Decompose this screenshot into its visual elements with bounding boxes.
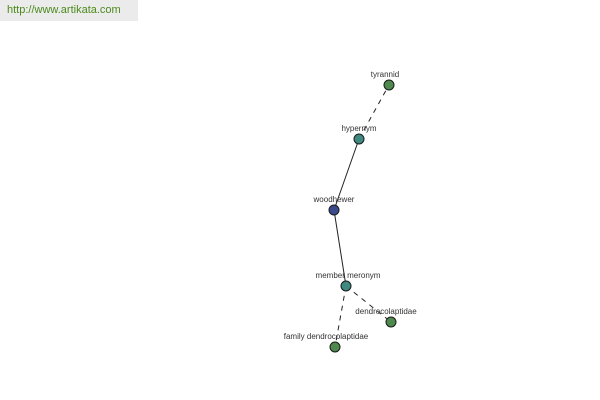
- node-member-meronym[interactable]: member meronym: [316, 271, 381, 292]
- node-hypernym-label: hypernym: [341, 124, 376, 133]
- node-dendrocolaptidae[interactable]: dendrocolaptidae: [355, 307, 417, 328]
- node-tyrannid-circle[interactable]: [383, 79, 395, 91]
- node-tyrannid-label: tyrannid: [371, 70, 399, 79]
- node-member-meronym-circle[interactable]: [340, 280, 352, 292]
- node-family-dendrocolaptidae[interactable]: family dendrocolaptidae: [284, 332, 369, 353]
- node-woodhewer-circle[interactable]: [328, 204, 340, 216]
- edge-hypernym-tyrannid: [358, 84, 390, 140]
- edge-woodhewer-member-meronym: [333, 209, 347, 287]
- node-dendrocolaptidae-circle[interactable]: [385, 316, 397, 328]
- edge-member-meronym-family-dendrocolaptidae: [334, 285, 347, 348]
- node-family-dendrocolaptidae-circle[interactable]: [329, 341, 341, 353]
- node-hypernym-circle[interactable]: [353, 133, 365, 145]
- node-hypernym[interactable]: hypernym: [341, 124, 377, 145]
- site-url-link[interactable]: http://www.artikata.com: [0, 0, 138, 21]
- edge-woodhewer-hypernym: [333, 138, 360, 211]
- node-tyrannid[interactable]: tyrannid: [371, 70, 399, 91]
- node-dendrocolaptidae-label: dendrocolaptidae: [355, 307, 417, 316]
- edge-member-meronym-dendrocolaptidae: [345, 285, 392, 323]
- node-member-meronym-label: member meronym: [316, 271, 381, 280]
- node-woodhewer-label: woodhewer: [313, 195, 355, 204]
- node-family-dendrocolaptidae-label: family dendrocolaptidae: [284, 332, 369, 341]
- graph-edges: [333, 84, 392, 348]
- node-woodhewer[interactable]: woodhewer: [313, 195, 355, 216]
